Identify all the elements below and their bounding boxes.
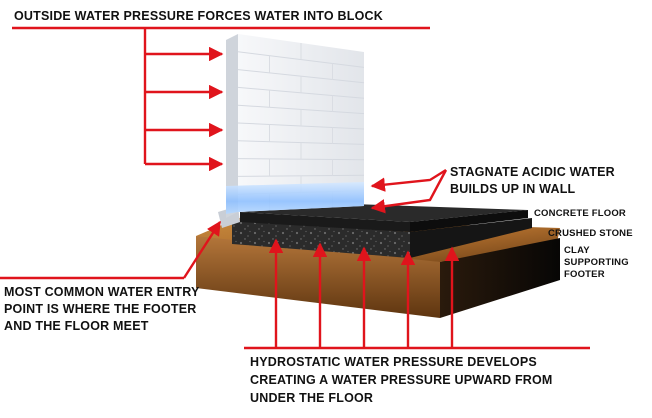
stagnate-arrow	[370, 168, 447, 192]
clay-label-line2: SUPPORTING	[564, 257, 629, 268]
block-wall	[226, 34, 365, 218]
outside-pressure-arrows	[12, 26, 430, 172]
hydro-label-line2: CREATING A WATER PRESSURE UPWARD FROM	[250, 373, 553, 387]
slab-right-face	[410, 210, 528, 232]
concrete-floor-label: CONCRETE FLOOR	[534, 208, 626, 219]
crushed-stone-label: CRUSHED STONE	[548, 228, 633, 239]
entry-label-line2: POINT IS WHERE THE FOOTER	[4, 302, 197, 316]
clay-label-line1: CLAY	[564, 245, 590, 256]
mortar-line	[237, 174, 365, 177]
clay-right-face	[440, 238, 560, 318]
entry-arrow	[182, 220, 222, 279]
mortar-line	[237, 104, 365, 115]
hydro-label-line3: UNDER THE FLOOR	[250, 391, 373, 405]
entry-label-line3: AND THE FLOOR MEET	[4, 319, 149, 333]
stagnate-water-arrows	[370, 168, 448, 214]
hydro-label-line1: HYDROSTATIC WATER PRESSURE DEVELOPS	[250, 355, 537, 369]
slab-front-face	[240, 212, 410, 232]
entry-point-arrow	[0, 220, 222, 280]
stagnate-label-line1: STAGNATE ACIDIC WATER	[450, 165, 615, 179]
stone-right-face	[410, 218, 532, 258]
entry-label-line1: MOST COMMON WATER ENTRY	[4, 285, 200, 299]
clay-front-face	[196, 236, 440, 318]
hydrostatic-arrows	[244, 238, 590, 350]
mortar-line	[237, 158, 365, 161]
clay-label-line3: FOOTER	[564, 269, 605, 280]
wall-side-face	[226, 34, 238, 218]
outside-pressure-label: OUTSIDE WATER PRESSURE FORCES WATER INTO…	[14, 9, 383, 23]
wall-water-band	[226, 182, 364, 214]
stagnate-label-line2: BUILDS UP IN WALL	[450, 182, 576, 196]
stagnate-arrow	[370, 169, 448, 214]
